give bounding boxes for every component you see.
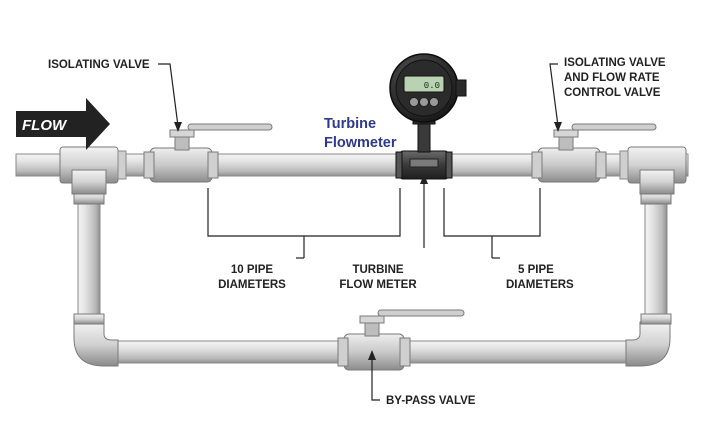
turbine-flow-meter: 0.0 [389, 53, 467, 180]
flow-arrow: FLOW [16, 98, 110, 150]
label-downstream-2: DIAMETERS [506, 279, 574, 291]
label-meter-1: TURBINE [352, 264, 403, 276]
title-line-1: Turbine [324, 116, 376, 132]
label-isolating-valve-right-1: ISOLATING VALVE [564, 57, 666, 69]
label-upstream-2: DIAMETERS [218, 279, 286, 291]
leader-lines [158, 63, 559, 401]
label-isolating-valve-right-3: CONTROL VALVE [564, 87, 661, 99]
isolating-valve-left [143, 123, 273, 183]
isolating-valve-right [531, 123, 657, 183]
meter-display [403, 75, 445, 93]
label-bypass-valve: BY-PASS VALVE [386, 395, 476, 407]
display-reading: 0.0 [424, 81, 440, 91]
title-line-2: Flowmeter [324, 135, 397, 151]
flow-label: FLOW [22, 117, 68, 134]
label-upstream-1: 10 PIPE [231, 264, 274, 276]
label-isolating-valve-right-2: AND FLOW RATE [564, 72, 660, 84]
label-isolating-valve-left: ISOLATING VALVE [48, 59, 150, 71]
dimension-brackets [207, 188, 541, 259]
leader-arrowheads [174, 122, 562, 360]
bypass-valve [337, 309, 465, 371]
label-downstream-1: 5 PIPE [518, 264, 554, 276]
label-meter-2: FLOW METER [339, 279, 417, 291]
